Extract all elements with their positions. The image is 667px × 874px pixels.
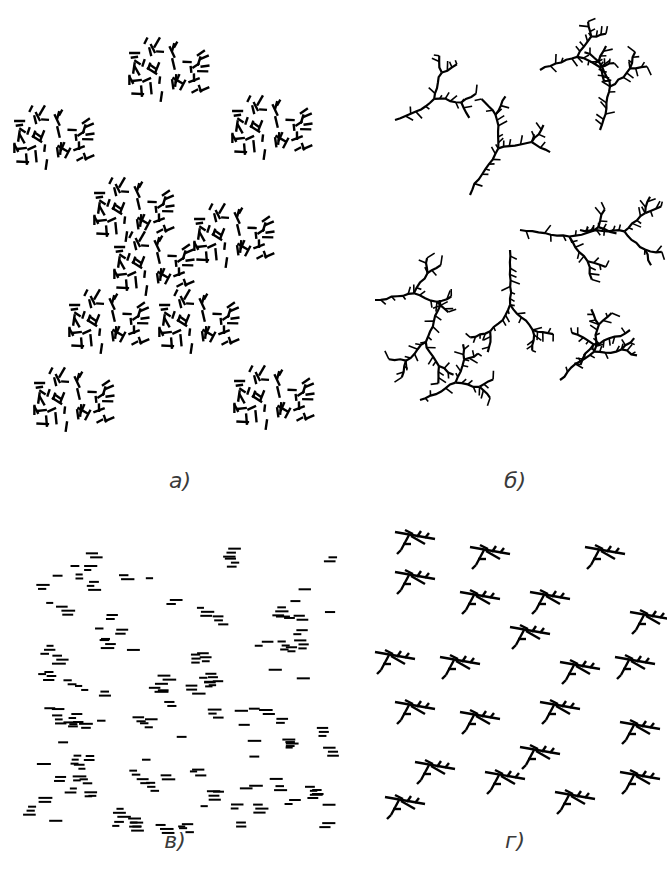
- panel-label: б): [504, 468, 526, 493]
- panel-label: г): [505, 828, 525, 853]
- dendrite-panel: [375, 18, 664, 405]
- cluster-panel: [14, 37, 314, 432]
- panel-label: в): [164, 828, 186, 853]
- motif-panel: [375, 530, 667, 819]
- panel-label: а): [169, 468, 191, 493]
- dash-panel: [23, 549, 339, 833]
